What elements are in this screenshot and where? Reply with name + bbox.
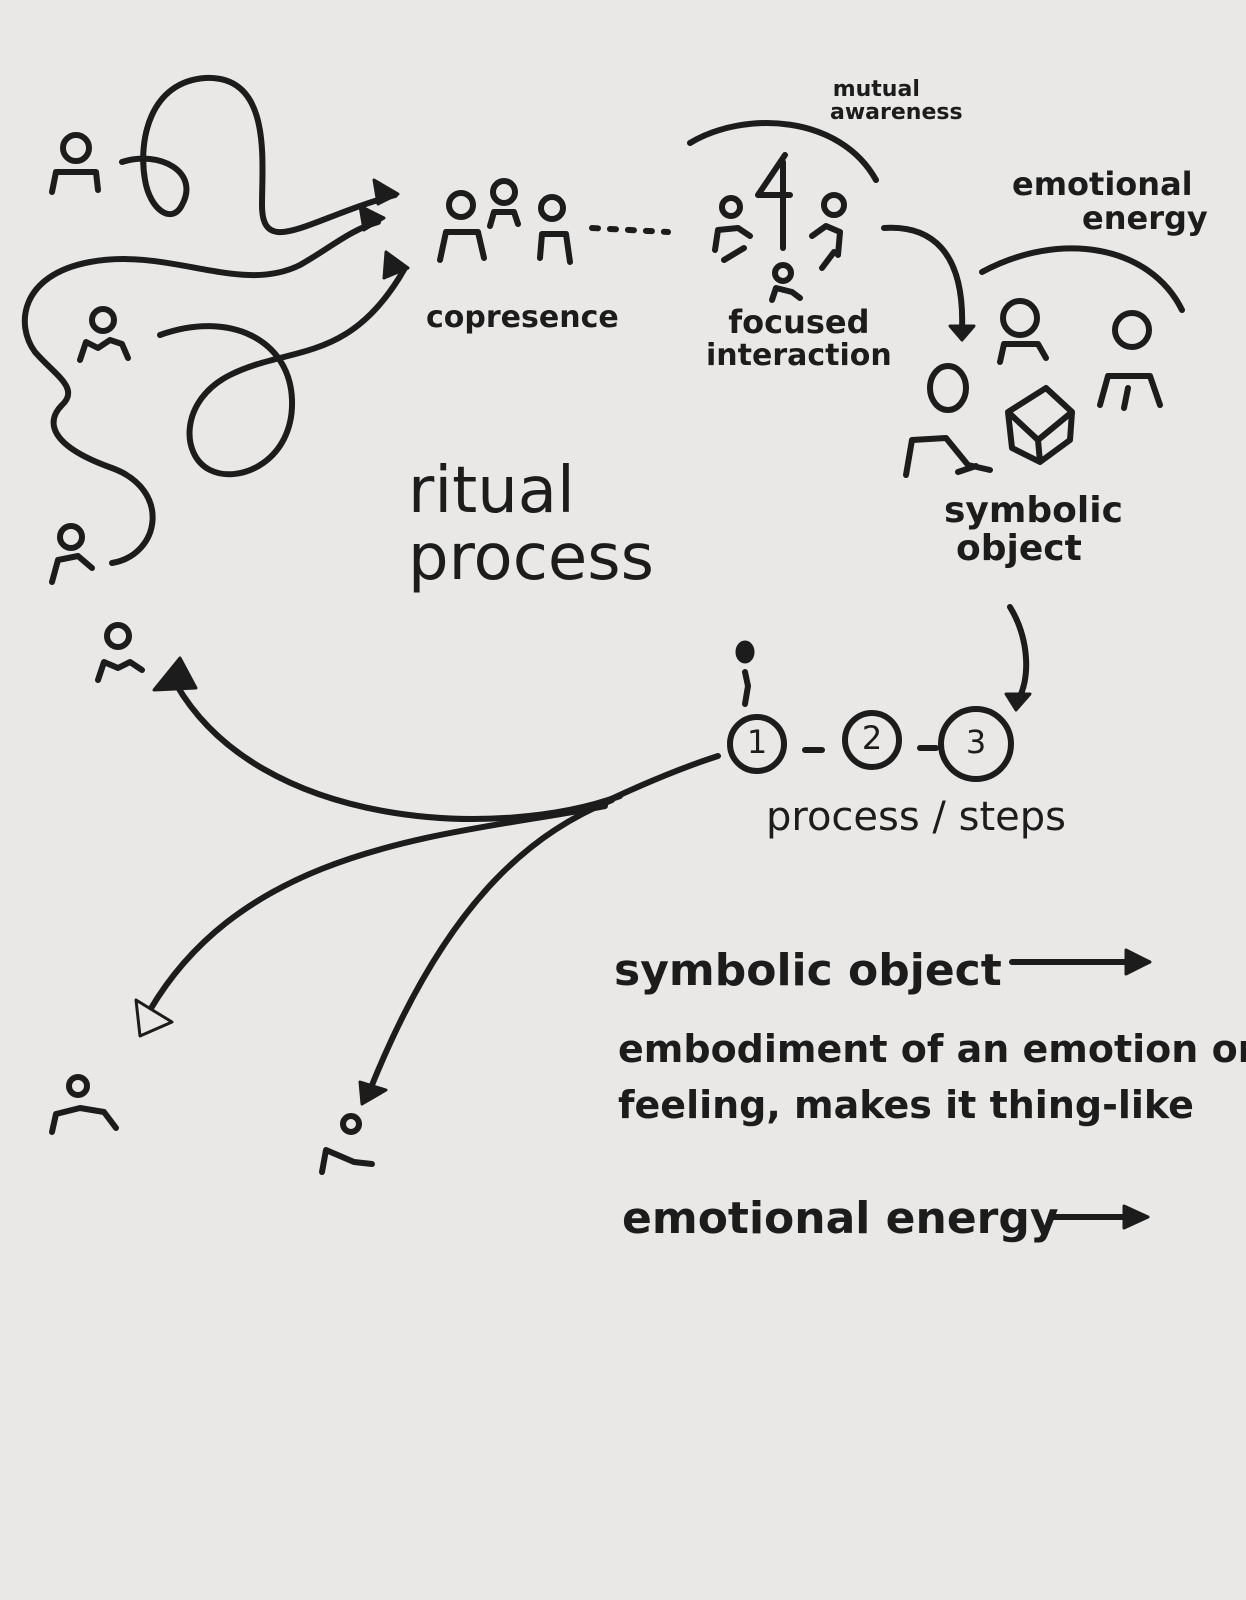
emotional-energy-top-line1: emotional xyxy=(1012,165,1193,203)
focused-interaction-label: focused interaction xyxy=(706,303,892,373)
person-lower-left xyxy=(49,523,95,585)
legend-symbolic-object-def-line2: feeling, makes it thing-like xyxy=(618,1083,1194,1127)
dispersal-arrow-up-left xyxy=(173,681,623,822)
dispersal-arrow-down-left xyxy=(147,803,608,1013)
arrow-to-process-steps xyxy=(1007,604,1030,703)
step-2-label: 2 xyxy=(861,719,883,757)
mutual-awareness-line1: mutual xyxy=(832,77,920,102)
person-dispersed-lower-left xyxy=(49,1074,119,1135)
symbolic-object-label: symbolic object xyxy=(944,492,1123,568)
symbolic-object-line1: symbolic xyxy=(944,490,1123,531)
focused-interaction-line2: interaction xyxy=(706,337,892,373)
focused-interaction-icon xyxy=(712,152,847,303)
arrowhead-8 xyxy=(358,1080,388,1106)
legend-emotional-energy-term: emotional energy xyxy=(622,1193,1059,1244)
step-3-label: 3 xyxy=(965,723,987,761)
symbolic-object-line2: object xyxy=(956,527,1082,569)
legend-symbolic-object-def-line1: embodiment of an emotion or xyxy=(618,1027,1246,1071)
ritual-process-line2: process xyxy=(408,521,654,596)
ritual-process-line1: ritual xyxy=(408,454,575,528)
arrowhead-3 xyxy=(382,250,410,280)
symbolic-object-group-icon xyxy=(903,298,1163,478)
arrowhead-1 xyxy=(372,178,400,206)
step-person-icon xyxy=(735,640,755,707)
path-from-top-left xyxy=(119,74,398,235)
legend-symbolic-object-term: symbolic object xyxy=(614,945,1002,996)
arrow-to-symbolic-object xyxy=(881,224,966,333)
focused-interaction-line1: focused xyxy=(728,303,870,341)
mutual-awareness-line2: awareness xyxy=(830,100,963,126)
process-steps-label: process / steps xyxy=(766,794,1066,840)
arrowhead-5 xyxy=(1004,692,1032,712)
dotted-connector xyxy=(589,225,671,235)
person-dispersed-upper xyxy=(95,622,145,683)
mutual-awareness-label: mutual awareness xyxy=(790,78,963,124)
arrowhead-6 xyxy=(152,656,198,692)
step-2-circle xyxy=(842,710,902,770)
legend-arrow-emotional-energy xyxy=(1049,1204,1150,1230)
step-1-label: 1 xyxy=(746,723,768,761)
path-from-lower-left xyxy=(21,219,381,566)
mutual-awareness-arc xyxy=(687,120,879,183)
person-top-left xyxy=(49,132,101,195)
arrowhead-4 xyxy=(948,324,976,342)
person-dispersed-lower-middle xyxy=(319,1113,375,1175)
dispersal-arrow-down xyxy=(367,797,615,1093)
arrowhead-2 xyxy=(358,204,386,232)
person-middle-left xyxy=(77,306,131,363)
path-from-middle-left xyxy=(157,265,408,478)
emotional-energy-top-line2: energy xyxy=(1082,198,1208,237)
copresence-label: copresence xyxy=(426,300,619,335)
copresence-group-icon xyxy=(437,178,573,265)
step-3-circle xyxy=(938,706,1014,782)
ritual-process-label: ritual process xyxy=(408,454,654,596)
emotional-energy-arc xyxy=(979,245,1185,313)
legend-arrow-symbolic-object xyxy=(1009,948,1152,976)
emotional-energy-top-label: emotional energy xyxy=(1012,165,1208,237)
arrowhead-7 xyxy=(134,998,174,1038)
step-1-circle xyxy=(727,714,787,774)
